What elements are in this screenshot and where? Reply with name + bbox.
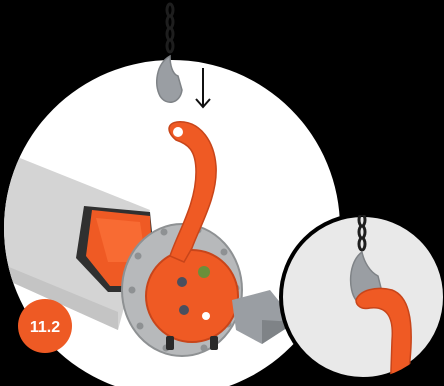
step-badge-label: 11.2 xyxy=(30,319,60,336)
bolt-bottom-left xyxy=(166,336,174,350)
terminal-green xyxy=(198,266,210,278)
terminal-dark xyxy=(177,277,187,287)
lug-eye xyxy=(173,127,183,137)
bolt-bottom-right xyxy=(210,336,218,350)
terminal-white xyxy=(202,312,210,320)
terminal-dark-2 xyxy=(179,305,189,315)
